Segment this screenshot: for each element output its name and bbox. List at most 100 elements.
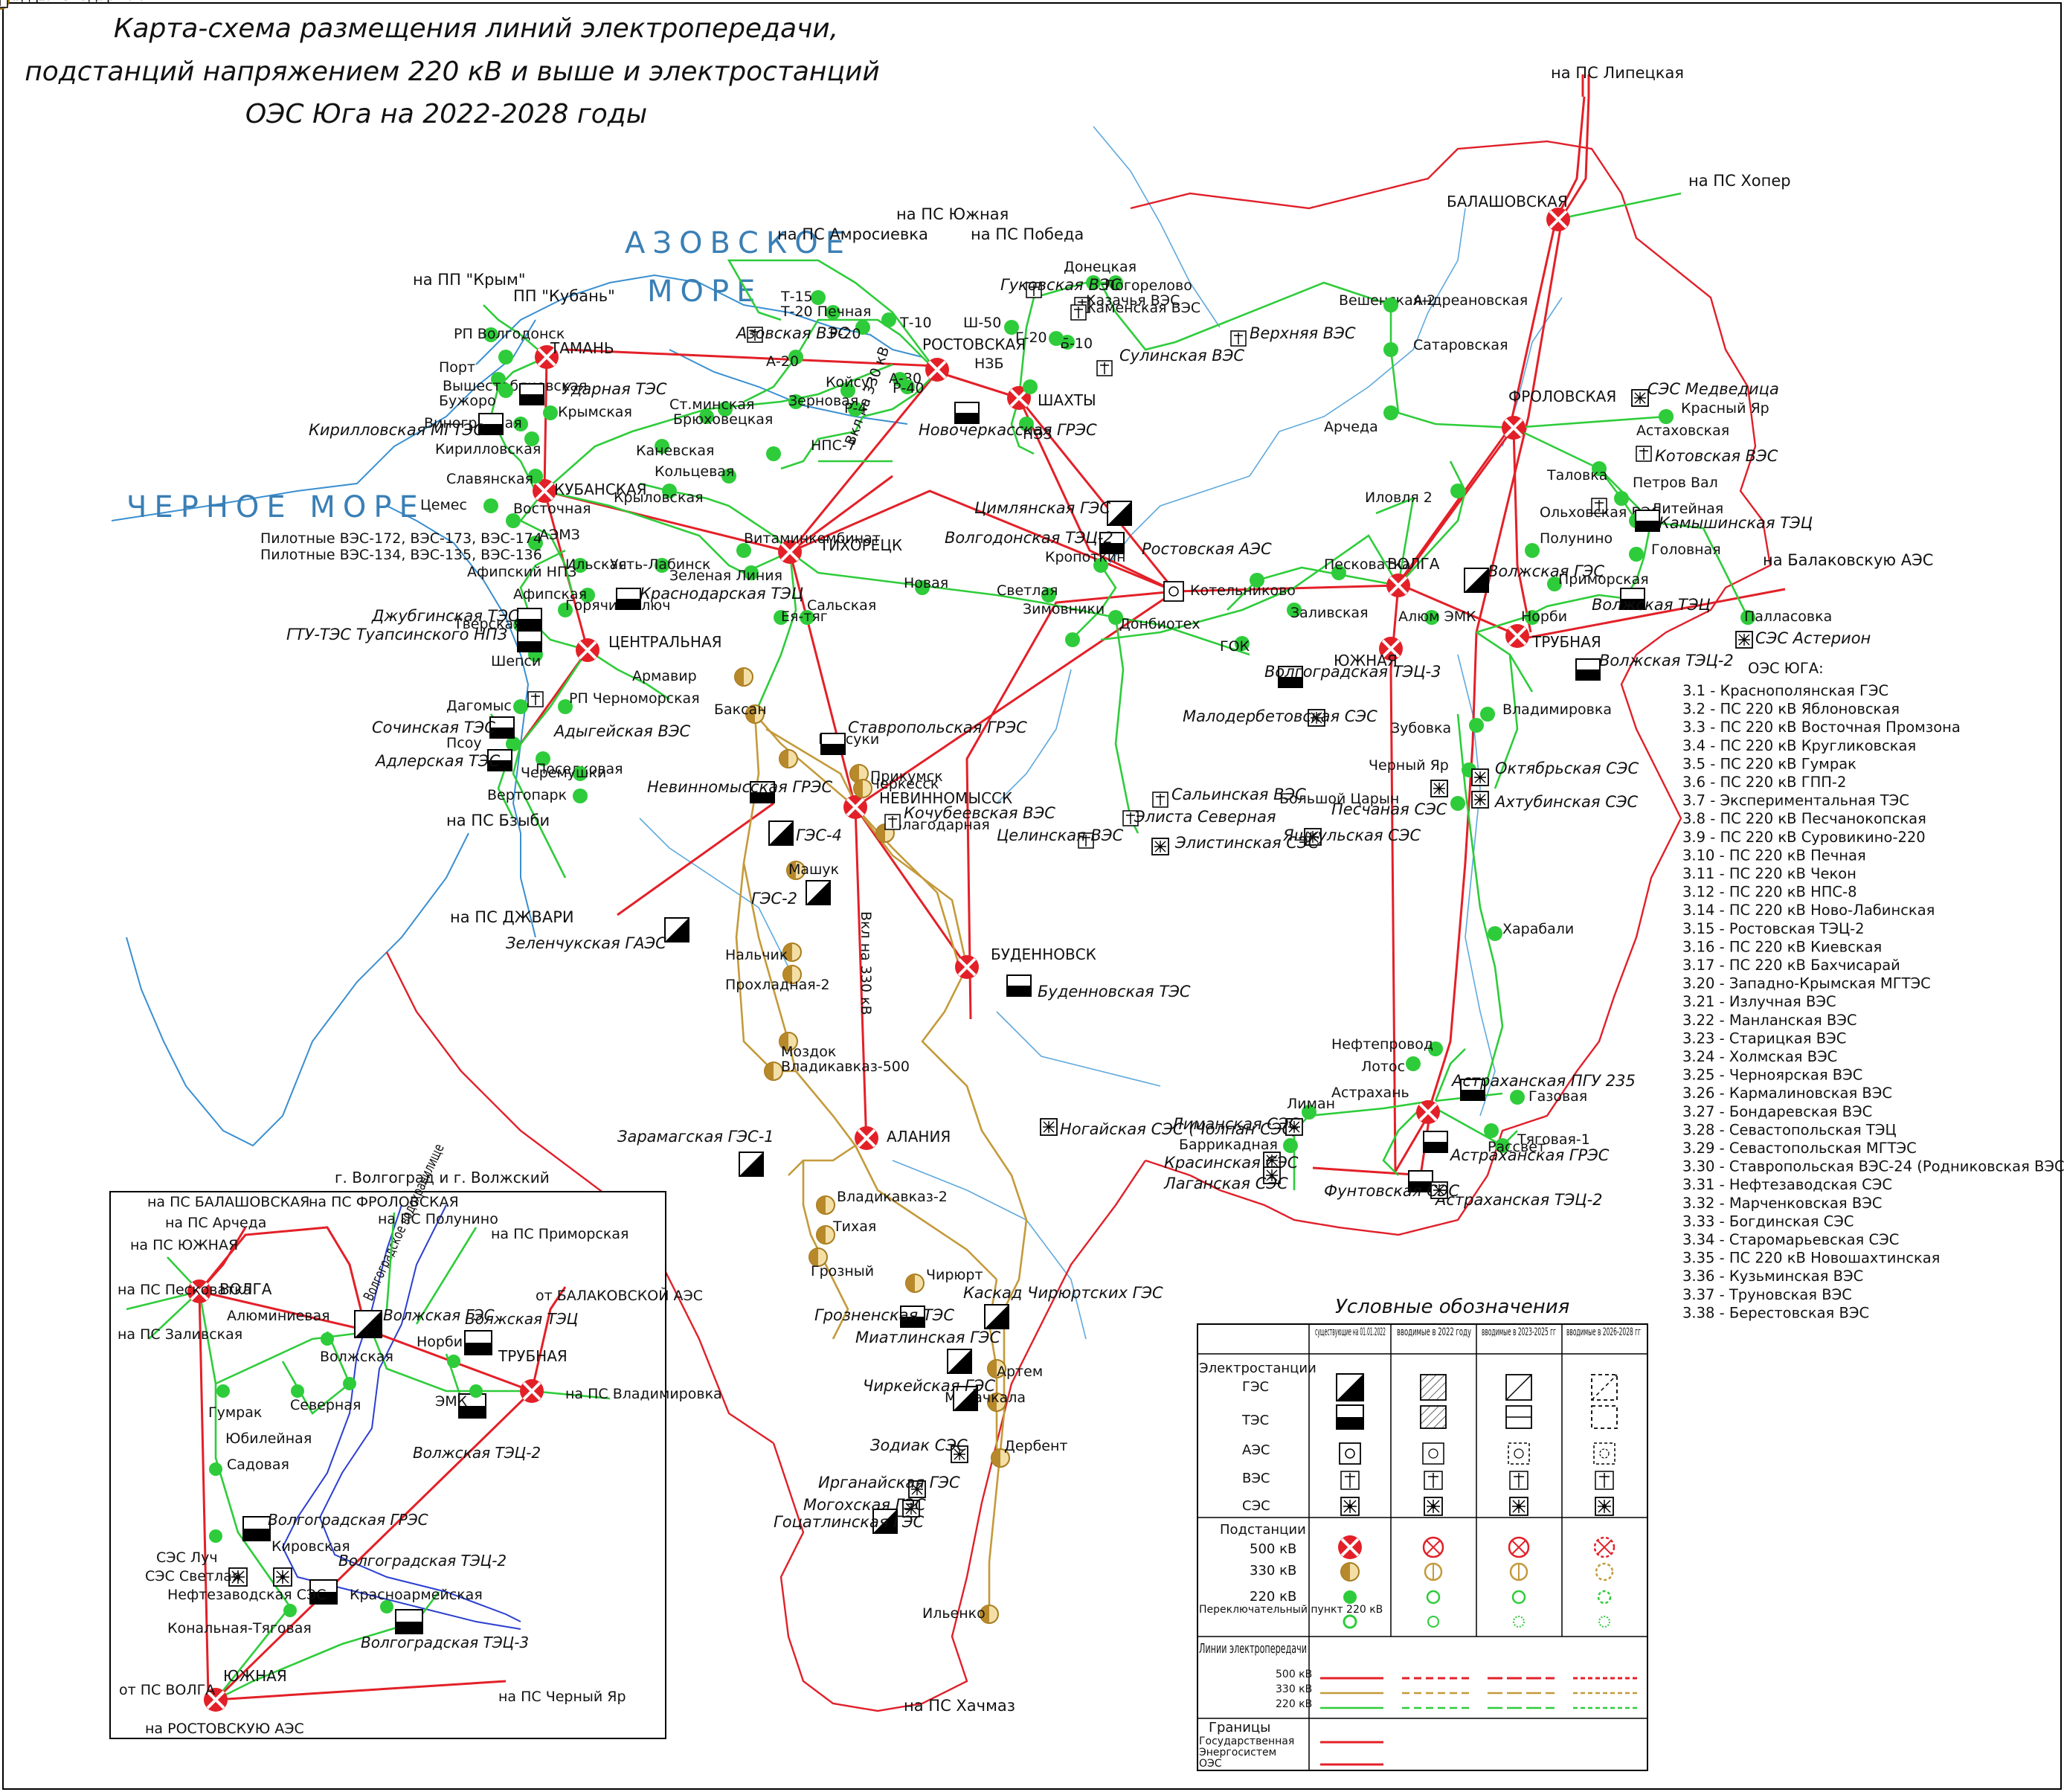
substation-220-94[interactable]: Моздок: [779, 1032, 836, 1060]
substation-220-70[interactable]: Вышестеблиевская: [443, 372, 587, 394]
substation-220-91[interactable]: Баксан: [714, 701, 767, 724]
substation-220-95[interactable]: Владикавказ-500: [764, 1059, 910, 1081]
substation-220-54[interactable]: Каневская: [636, 439, 714, 459]
ps500-balashovskaya[interactable]: [1545, 206, 1572, 233]
substation-220-75[interactable]: Славянская: [446, 469, 543, 487]
substation-220-36[interactable]: Каменская ВЭС: [1070, 300, 1200, 321]
substation-220-29[interactable]: Газовая: [1510, 1088, 1587, 1105]
substation-220-74[interactable]: Крымская: [543, 404, 632, 420]
plant-27[interactable]: Волжская ГЭС: [1464, 562, 1604, 593]
plant-23[interactable]: Зодиак СЭС: [870, 1436, 968, 1463]
plant-13[interactable]: ГЭС-4: [768, 820, 842, 846]
substation-220-71[interactable]: Бужоро: [439, 383, 513, 409]
plant-4[interactable]: Кирилловская МГТЭС: [309, 413, 504, 439]
substation-220-78[interactable]: АЭМЗ: [528, 527, 580, 550]
substation-220-96[interactable]: Владикавказ-2: [816, 1189, 948, 1215]
substation-220-26[interactable]: Нефтепровод: [1331, 1036, 1443, 1056]
plant-46[interactable]: Ахтубинская СЭС: [1471, 791, 1639, 811]
plant-19[interactable]: Грозненская ТЭС: [814, 1306, 954, 1328]
substation-220-14[interactable]: Песковатка: [1324, 556, 1411, 580]
substation-220-15[interactable]: Котельниково: [1190, 573, 1296, 599]
plant-38[interactable]: Песчаная СЭС: [1331, 780, 1448, 818]
substation-220-68[interactable]: РП Волгодонск: [454, 326, 565, 342]
plant-48[interactable]: Котовская ВЭС: [1636, 446, 1778, 465]
substation-220-60[interactable]: Усть-Лабинск: [610, 556, 711, 573]
plant-26[interactable]: Гоцатлинская ГЭС: [774, 1509, 925, 1534]
plant-53[interactable]: Верхняя ВЭС: [1230, 324, 1356, 347]
substation-220-80[interactable]: Афипская: [513, 586, 595, 603]
substation-220-28[interactable]: Лиман: [1287, 1096, 1335, 1120]
substation-220-1[interactable]: Андреановская: [1383, 292, 1528, 312]
substation-220-2[interactable]: Сатаровская: [1383, 337, 1508, 357]
ps500-frolovskaya[interactable]: [1500, 414, 1527, 441]
substation-220-41[interactable]: НЭЗ: [1019, 417, 1052, 443]
substation-220-55[interactable]: Кольцевая: [655, 463, 736, 484]
substation-220-17[interactable]: ГОК: [1220, 636, 1250, 655]
substation-220-51[interactable]: Зерновая: [788, 393, 858, 409]
plant-37[interactable]: Фунтовская СЭС: [1324, 1181, 1459, 1200]
plant-15[interactable]: Зеленчукская ГАЭС: [506, 917, 689, 952]
substation-220-43[interactable]: Т-20 Печная: [780, 304, 871, 320]
substation-220-19[interactable]: Норби: [1521, 608, 1567, 625]
substation-220-77[interactable]: Восточная: [506, 501, 591, 528]
substation-220-30[interactable]: Тяговая-1: [1495, 1131, 1590, 1153]
substation-220-73[interactable]: Кирилловская: [435, 431, 541, 457]
substation-220-92[interactable]: Нальчик: [725, 942, 802, 963]
substation-220-21[interactable]: Владимировка: [1480, 701, 1612, 722]
plant-54[interactable]: Сулинская ВЭС: [1096, 347, 1244, 376]
substation-220-7[interactable]: Петров Вал: [1614, 475, 1718, 506]
substation-220-59[interactable]: Зеленая Линия: [669, 565, 782, 584]
substation-220-93[interactable]: Прохладная-2: [725, 965, 830, 993]
plant-18[interactable]: Ногайская СЭС (Чолпан СЭС): [1040, 1118, 1299, 1138]
substation-220-23[interactable]: Черный Яр: [1369, 757, 1476, 777]
plant-0[interactable]: Цимлянская ГЭС: [974, 499, 1132, 526]
substation-220-85[interactable]: Псоу: [446, 735, 521, 751]
substation-220-58[interactable]: Витаминкомбинат: [736, 530, 881, 558]
plant-44[interactable]: Малодербетовская СЭС: [1183, 707, 1377, 727]
substation-220-27[interactable]: Лотос: [1361, 1056, 1421, 1075]
substation-220-98[interactable]: Грозный: [808, 1247, 874, 1279]
substation-220-46[interactable]: А-20: [766, 350, 803, 370]
plant-45[interactable]: Октябрьская СЭС: [1471, 759, 1639, 786]
substation-220-62[interactable]: Светлая: [997, 582, 1058, 603]
substation-220-87[interactable]: Вертопарк: [487, 787, 588, 803]
plant-34[interactable]: Лиманская СЭС: [1171, 1115, 1303, 1136]
plant-17[interactable]: Буденновская ТЭС: [1006, 974, 1191, 1001]
plant-8[interactable]: Сочинская ТЭС: [372, 716, 515, 739]
substation-220-100[interactable]: Артем: [987, 1359, 1043, 1380]
plant-24[interactable]: Ирганайская ГЭС: [818, 1474, 960, 1498]
substation-220-107[interactable]: Черкесск: [853, 776, 939, 798]
substation-220-53[interactable]: Брюховецкая: [673, 409, 773, 428]
substation-220-6[interactable]: Таловка: [1546, 461, 1607, 484]
substation-220-99[interactable]: Чирюрт: [905, 1267, 983, 1293]
plant-6[interactable]: Джубгинская ТЭС: [371, 607, 542, 630]
substation-220-90[interactable]: Армавир: [632, 667, 753, 687]
ps500-tsentralnaya[interactable]: [574, 637, 601, 664]
substation-220-50[interactable]: Койсуг: [826, 374, 877, 398]
substation-220-31[interactable]: Баррикадная: [1179, 1137, 1298, 1153]
plant-31[interactable]: Астраханская ПГУ 235: [1450, 1072, 1636, 1101]
substation-220-34[interactable]: Погорелово: [1105, 275, 1192, 294]
substation-220-84[interactable]: Дагомыс: [446, 698, 528, 714]
substation-220-37[interactable]: Б-10: [1060, 335, 1093, 352]
substation-220-10[interactable]: Головная: [1629, 542, 1721, 562]
substation-220-102[interactable]: Дербент: [991, 1438, 1068, 1468]
plant-14[interactable]: ГЭС-2: [751, 880, 831, 908]
plant-36[interactable]: Лаганская СЭС: [1163, 1166, 1288, 1192]
plant-22[interactable]: Чиркейская ГЭС: [863, 1377, 995, 1411]
plant-39[interactable]: Яшкульская СЭС: [1282, 826, 1421, 846]
plant-25[interactable]: Могохская ГЭС: [803, 1496, 926, 1518]
substation-220-40[interactable]: НЗБ: [974, 356, 1038, 394]
plant-21[interactable]: Миатлинская ГЭС: [855, 1329, 1000, 1374]
substation-220-32[interactable]: Рассвет: [1484, 1123, 1546, 1155]
plant-47[interactable]: СЭС Медведица: [1631, 380, 1779, 407]
substation-220-63[interactable]: Сальская: [774, 597, 876, 625]
plant-29[interactable]: Волжская ТЭЦ-2: [1575, 652, 1734, 681]
substation-220-39[interactable]: Ш-50: [963, 315, 1019, 335]
substation-220-22[interactable]: Зубовка: [1391, 718, 1484, 736]
substation-220-88[interactable]: РП Черноморская: [558, 690, 700, 714]
plant-10[interactable]: Адыгейская ВЭС: [527, 691, 691, 740]
plant-16[interactable]: Зарамагская ГЭС-1: [617, 1128, 774, 1177]
plant-1[interactable]: Волгодонская ТЭЦ-2: [945, 529, 1125, 554]
substation-220-103[interactable]: Ильенко: [922, 1605, 999, 1624]
